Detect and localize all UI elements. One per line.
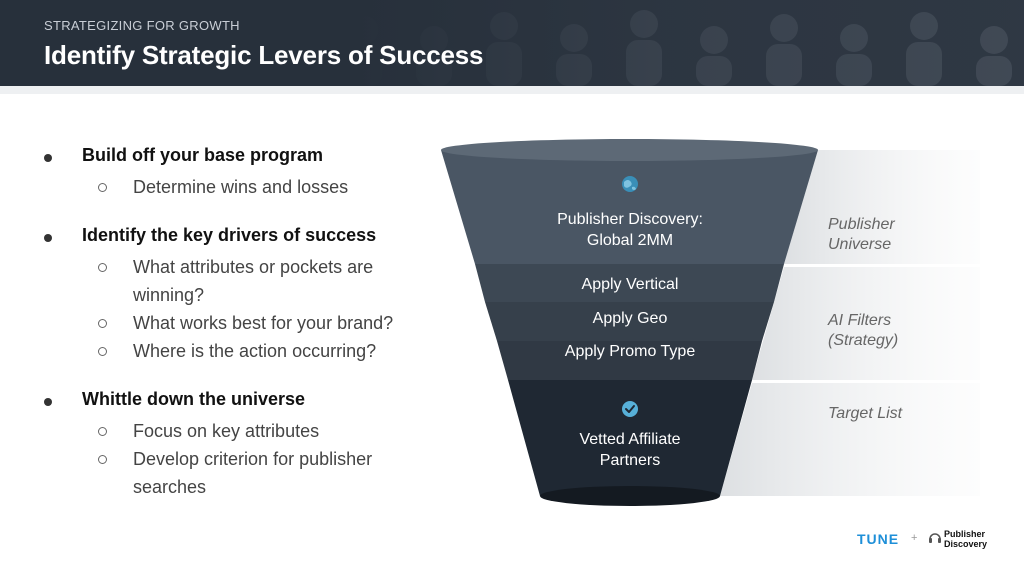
side-label-filters: AI Filters (Strategy) bbox=[828, 311, 898, 351]
side-band-target bbox=[720, 383, 980, 496]
funnel-top-line2: Global 2MM bbox=[520, 230, 740, 251]
funnel-filter-geo: Apply Geo bbox=[520, 310, 740, 328]
funnel-bottom-label: Vetted Affiliate Partners bbox=[520, 429, 740, 471]
funnel-base bbox=[540, 486, 720, 506]
check-circle-icon bbox=[622, 401, 638, 417]
side-label-universe-line2: Universe bbox=[828, 235, 895, 255]
funnel-top-label: Publisher Discovery: Global 2MM bbox=[520, 209, 740, 251]
publisher-discovery-logo-line2: Discovery bbox=[944, 539, 987, 549]
funnel-bottom-line2: Partners bbox=[520, 450, 740, 471]
funnel-top-line1: Publisher Discovery: bbox=[520, 209, 740, 230]
tune-logo: TUNE bbox=[857, 531, 899, 547]
funnel-rim bbox=[441, 139, 818, 161]
funnel-filter-vertical: Apply Vertical bbox=[520, 276, 740, 294]
side-label-filters-line2: (Strategy) bbox=[828, 331, 898, 351]
publisher-discovery-logo: Publisher Discovery bbox=[944, 529, 987, 549]
side-label-filters-line1: AI Filters bbox=[828, 311, 898, 331]
publisher-discovery-logo-line1: Publisher bbox=[944, 529, 987, 539]
headset-icon bbox=[928, 530, 942, 546]
side-label-universe: Publisher Universe bbox=[828, 215, 895, 255]
globe-icon bbox=[622, 176, 638, 192]
side-label-universe-line1: Publisher bbox=[828, 215, 895, 235]
funnel-filter-promo: Apply Promo Type bbox=[520, 343, 740, 361]
side-label-target: Target List bbox=[828, 404, 902, 424]
logo-plus: + bbox=[911, 532, 917, 544]
funnel-bottom-line1: Vetted Affiliate bbox=[520, 429, 740, 450]
